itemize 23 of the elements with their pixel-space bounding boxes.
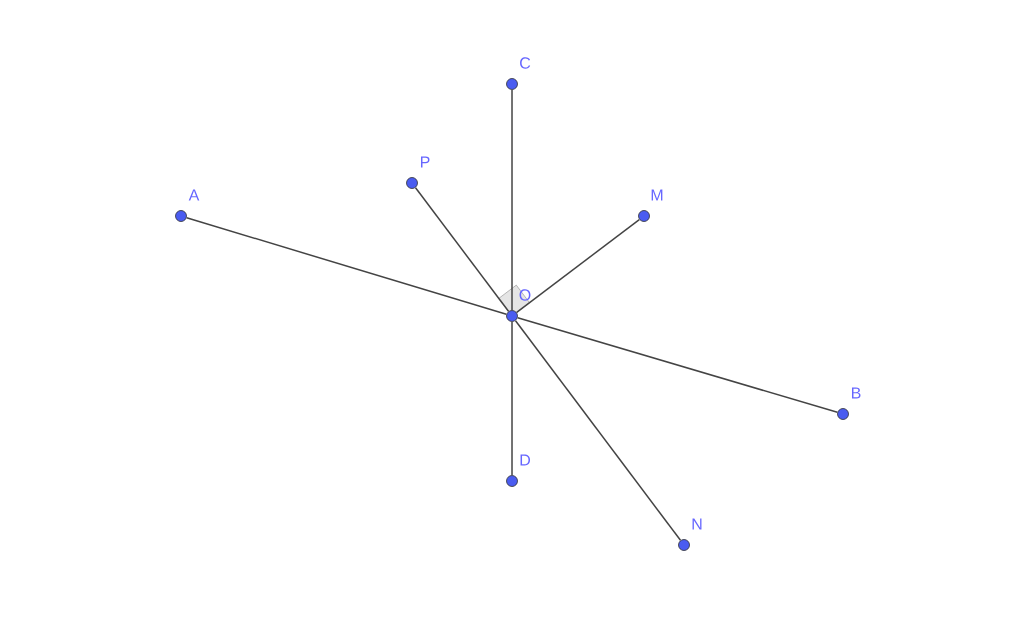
point: [506, 310, 518, 322]
point-label: D: [520, 454, 530, 466]
point: [638, 210, 650, 222]
line-segment: [515, 218, 641, 314]
point: [506, 475, 518, 487]
point-label: M: [651, 189, 663, 201]
point: [506, 78, 518, 90]
point-label: P: [421, 156, 430, 168]
point: [837, 408, 849, 420]
point: [406, 177, 418, 189]
point-label: A: [188, 189, 200, 201]
line-segment: [414, 186, 510, 313]
line-segment: [511, 89, 513, 311]
line-segment: [514, 319, 682, 542]
point-label: N: [692, 518, 702, 530]
point-label: O: [519, 289, 531, 301]
point-label: C: [520, 57, 531, 69]
line-segment: [185, 216, 508, 316]
line-segment: [511, 321, 513, 476]
point-label: B: [852, 387, 861, 399]
point: [678, 539, 690, 551]
point: [175, 210, 187, 222]
line-segment: [516, 316, 839, 414]
